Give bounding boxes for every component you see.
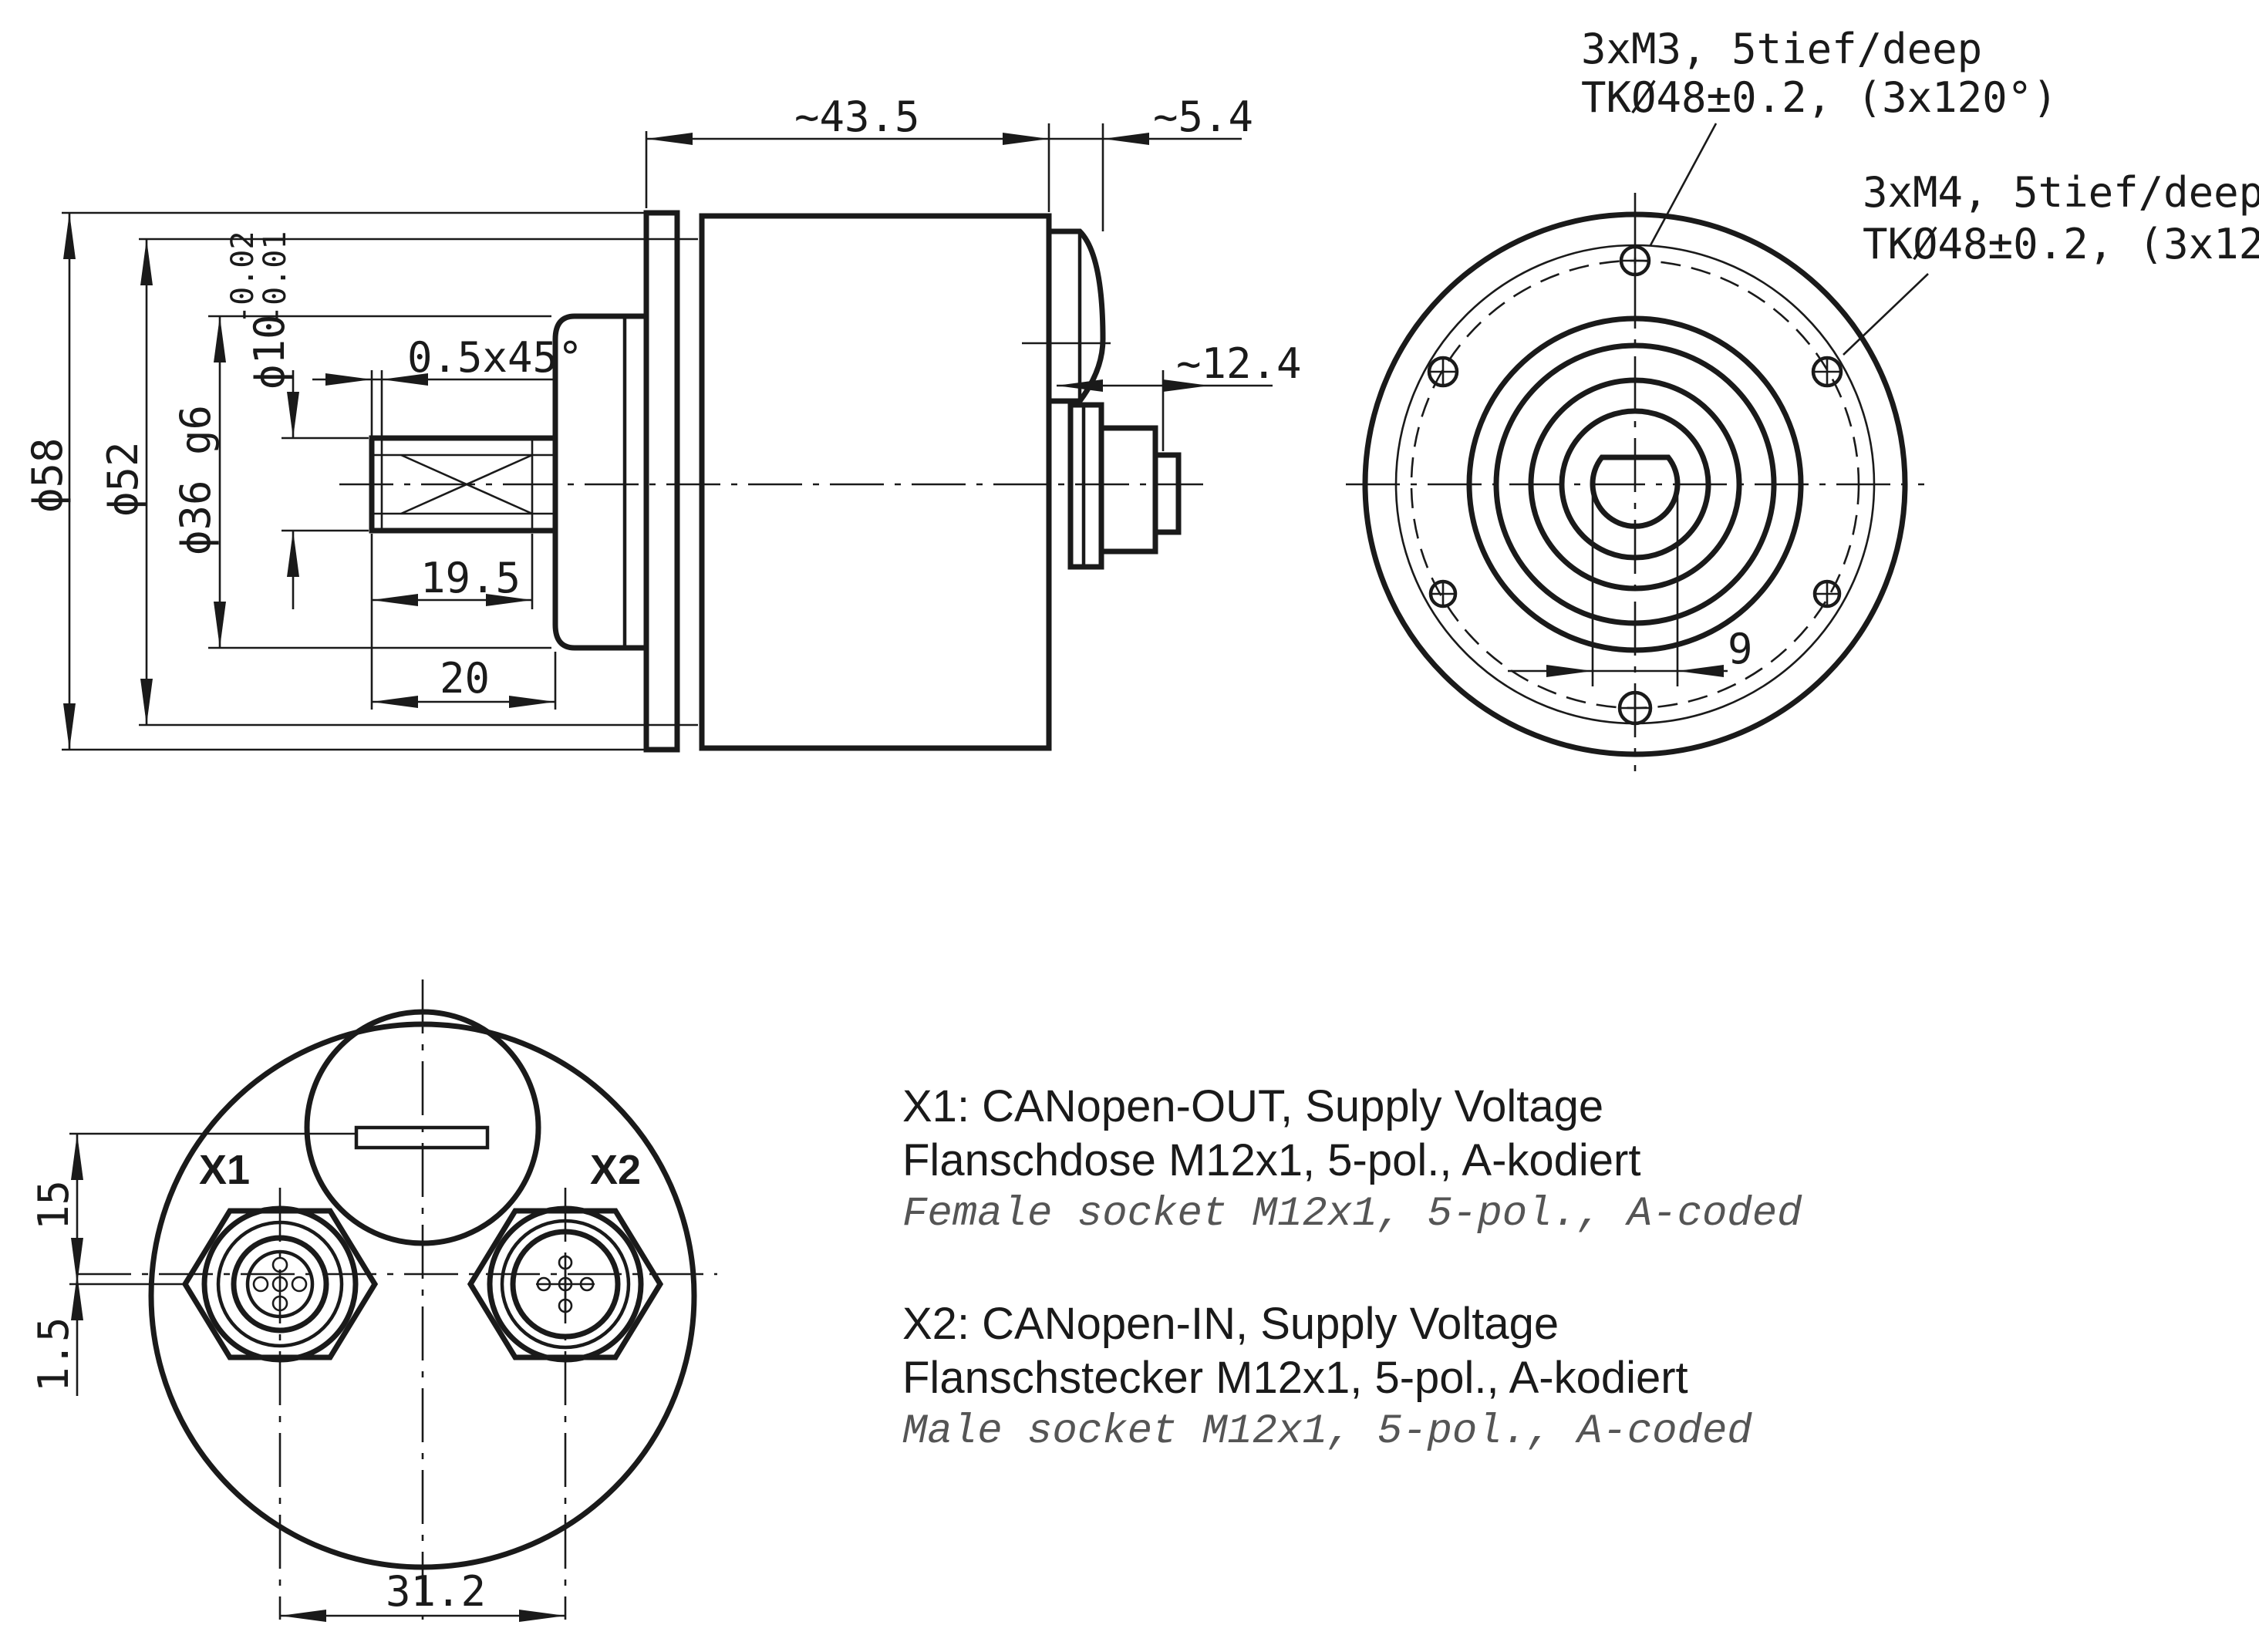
label-x2: X2	[590, 1147, 641, 1193]
dim-1-5: 1.5	[29, 1317, 78, 1392]
rear-cap	[1049, 228, 1106, 404]
spigot	[552, 313, 646, 651]
flange-outline	[643, 210, 680, 753]
front-view: 3xM3, 5tief/deep TKØ48±0.2, (3x120°) 3xM…	[1346, 25, 2259, 771]
note-m3-line1: 3xM3, 5tief/deep	[1581, 25, 1982, 73]
m3-holes	[1427, 244, 1843, 388]
note-m4-line1: 3xM4, 5tief/deep	[1863, 168, 2259, 217]
cover-circle	[304, 1009, 541, 1246]
dim-chamfer: 0.5x45°	[407, 333, 583, 382]
legend-x1-english: Female socket M12x1, 5-pol., A-coded	[902, 1191, 1802, 1238]
legend-x1-german: Flanschdose M12x1, 5-pol., A-kodiert	[902, 1135, 1641, 1185]
housing-outline	[699, 213, 1052, 751]
dim-12-4: ~12.4	[1176, 339, 1302, 388]
label-x1: X1	[199, 1147, 250, 1193]
cover-slot	[354, 1125, 490, 1150]
dim-dia-52: ϕ52	[99, 441, 147, 517]
legend-x2-title: X2: CANopen-IN, Supply Voltage	[902, 1299, 1559, 1349]
note-m3-line2: TKØ48±0.2, (3x120°)	[1581, 73, 2058, 122]
dim-dia-36: ϕ36 g6	[171, 405, 220, 555]
dim-19-5: 19.5	[420, 554, 521, 602]
dim-dia-10-tol-upper: -0.02	[225, 231, 261, 324]
dim-20: 20	[440, 654, 490, 703]
dim-dia-10-tol-lower: -0.01	[258, 231, 293, 324]
legend-x1: X1: CANopen-OUT, Supply Voltage Flanschd…	[902, 1080, 1802, 1242]
dim-31-2: 31.2	[386, 1567, 486, 1616]
dim-43-5: ~43.5	[794, 93, 920, 141]
m4-holes	[1428, 579, 1842, 726]
legend-x2-english: Male socket M12x1, 5-pol., A-coded	[902, 1408, 1752, 1455]
legend-x1-title: X1: CANopen-OUT, Supply Voltage	[902, 1081, 1604, 1131]
dim-dia-10: ϕ10	[245, 314, 294, 389]
side-view: ~43.5 ~5.4 ~12.4 ϕ58 ϕ52 ϕ36 g6 ϕ10 -0.0…	[23, 93, 1302, 753]
rear-view: X1 X2 15 1.5 31.2	[29, 979, 717, 1622]
dim-15: 15	[29, 1180, 78, 1230]
dim-5-4: ~5.4	[1153, 93, 1253, 141]
leader-m3	[1649, 123, 1718, 246]
connector-body	[1067, 402, 1104, 570]
dim-9: 9	[1728, 625, 1753, 673]
dim-dia-58: ϕ58	[23, 437, 72, 513]
leader-m4	[1843, 273, 1929, 356]
legend-x2-german: Flanschstecker M12x1, 5-pol., A-kodiert	[902, 1353, 1688, 1403]
legend-x2: X2: CANopen-IN, Supply Voltage Flanschst…	[902, 1297, 1752, 1459]
note-m4-line2: TKØ48±0.2, (3x120°)	[1863, 220, 2259, 268]
